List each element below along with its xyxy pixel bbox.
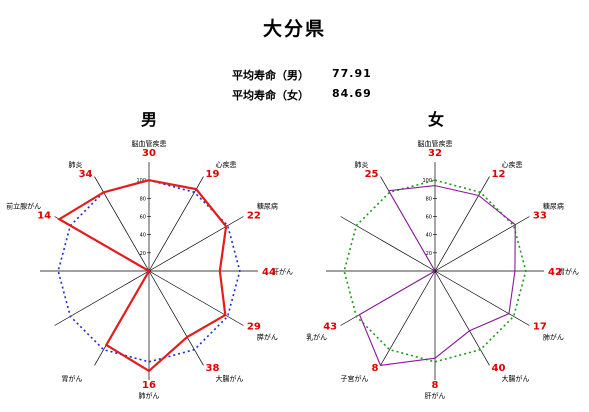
male-rank-label: 30 — [142, 148, 156, 159]
male-axis-label: 膵がん — [257, 333, 278, 342]
female-chart-title: 女 — [428, 110, 445, 129]
female-axis-line — [380, 270, 436, 366]
male-rank-label: 29 — [247, 322, 261, 333]
male-axis-label: 肺がん — [139, 391, 160, 400]
male-tick-label: 40 — [140, 233, 146, 239]
female-tick-label: 60 — [426, 215, 432, 221]
female-rank-label: 8 — [372, 363, 379, 374]
female-tick-label: 20 — [426, 251, 432, 257]
female-reference-line — [343, 179, 527, 363]
male-data-line — [57, 179, 228, 373]
male-axis-label: 心疾患 — [216, 160, 237, 169]
female-tick-label: 100 — [422, 178, 432, 184]
male-axis-line — [148, 176, 204, 272]
male-axis-label: 肝がん — [272, 267, 293, 276]
male-tick-label: 20 — [140, 251, 146, 257]
male-axis-label: 胃がん — [62, 374, 83, 383]
life-expectancy-male-label: 平均寿命（男） — [232, 69, 309, 82]
female-axis-label: 肺がん — [543, 333, 564, 342]
male-rank-label: 44 — [262, 267, 276, 278]
male-rank-label: 19 — [206, 169, 220, 180]
female-rank-label: 33 — [533, 211, 547, 222]
male-axis-label: 肺炎 — [69, 161, 83, 169]
male-axis-label: 糖尿病 — [257, 202, 278, 211]
female-axis-line — [434, 216, 530, 272]
male-axis-line — [148, 270, 244, 326]
female-axis-label: 子宮がん — [341, 374, 369, 383]
male-rank-label: 16 — [142, 380, 156, 391]
female-tick-label: 80 — [426, 196, 432, 202]
female-axis-label: 大腸がん — [502, 374, 530, 383]
female-axis-line — [434, 270, 530, 326]
male-rank-label: 22 — [247, 211, 261, 222]
male-rank-label: 38 — [206, 363, 220, 374]
male-tick-label: 60 — [140, 215, 146, 221]
female-axis-label: 肝がん — [425, 391, 446, 400]
page-title: 大分県 — [262, 18, 326, 40]
male-rank-label: 14 — [37, 211, 51, 222]
male-axis-line — [148, 216, 244, 272]
male-axis-line — [148, 270, 204, 366]
life-expectancy-female-value: 84.69 — [332, 87, 372, 100]
female-tick-label: 40 — [426, 233, 432, 239]
female-axis-line — [434, 176, 490, 272]
female-rank-label: 32 — [428, 148, 442, 159]
male-axis-label: 大腸がん — [216, 374, 244, 383]
female-axis-label: 糖尿病 — [543, 202, 564, 211]
male-axis-line — [54, 270, 150, 326]
female-axis-line — [340, 216, 436, 272]
male-axis-label: 脳血管疾患 — [132, 139, 167, 148]
female-data-line — [358, 185, 516, 366]
female-rank-label: 12 — [492, 169, 506, 180]
female-rank-label: 8 — [432, 380, 439, 391]
female-rank-label: 25 — [365, 169, 379, 180]
female-axis-label: 肺炎 — [355, 161, 369, 169]
female-rank-label: 43 — [323, 322, 337, 333]
male-tick-label: 80 — [140, 196, 146, 202]
life-expectancy-male-value: 77.91 — [332, 67, 372, 80]
female-axis-label: 乳がん — [306, 333, 327, 342]
female-rank-label: 17 — [533, 322, 547, 333]
male-axis-label: 前立腺がん — [6, 202, 41, 211]
female-rank-label: 42 — [548, 267, 562, 278]
female-rank-label: 40 — [492, 363, 506, 374]
male-chart-title: 男 — [141, 110, 158, 129]
female-axis-label: 心疾患 — [502, 160, 523, 169]
female-axis-label: 脳血管疾患 — [418, 139, 453, 148]
life-expectancy-female-label: 平均寿命（女） — [232, 89, 309, 102]
male-rank-label: 34 — [79, 169, 93, 180]
female-axis-label: 胃がん — [558, 267, 579, 276]
